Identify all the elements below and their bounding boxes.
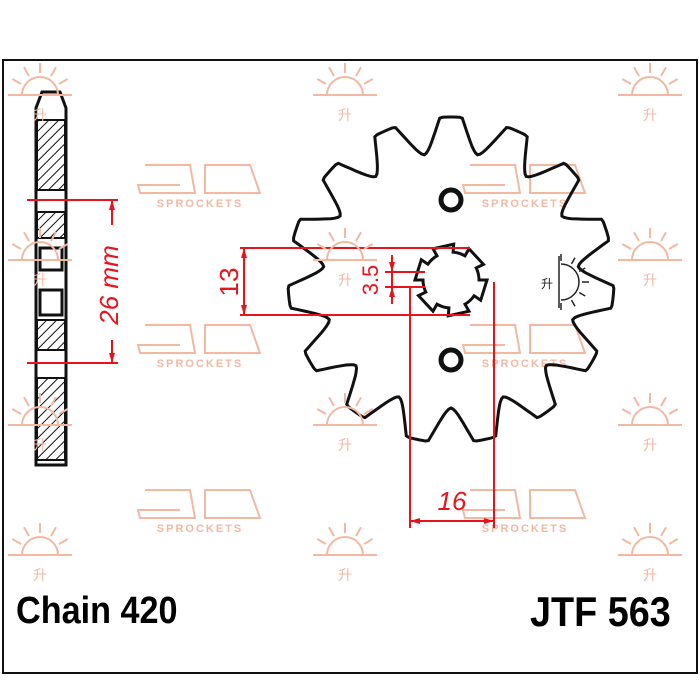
dimension-arrow: [484, 518, 494, 524]
logo-ray: [570, 257, 576, 265]
logo-ray: [570, 299, 576, 307]
jt-logo-watermark: [461, 489, 587, 519]
logo-arc: [560, 263, 580, 301]
side-hatched-section: [36, 319, 66, 351]
logo-j: [461, 489, 522, 519]
logo-t: [529, 489, 587, 519]
logo-j: [461, 324, 522, 354]
spline-hub: [412, 242, 490, 318]
part-number-label: JTF 563: [530, 588, 671, 635]
jt-logo-watermark: [136, 489, 262, 519]
spline-depth-label: 3.5: [358, 265, 383, 296]
sprockets-watermark-text: SPROCKETS: [482, 523, 568, 535]
logo-ray: [578, 267, 586, 273]
sprocket-outline: [286, 115, 616, 443]
dimension-arrow: [109, 200, 115, 210]
chain-label: Chain 420: [16, 590, 178, 632]
logo-j: [136, 324, 197, 354]
jt-logo-watermark: [136, 164, 262, 194]
drawing-frame: [2, 59, 698, 674]
spline-width-label: 13: [214, 268, 244, 297]
logo-t: [204, 164, 262, 194]
bolt-hole-bottom: [438, 347, 464, 373]
jt-logo-watermark: [461, 324, 587, 354]
sprockets-watermark-text: SPROCKETS: [482, 198, 568, 210]
sprockets-watermark-text: SPROCKETS: [157, 198, 243, 210]
side-hatched-section: [36, 377, 66, 461]
chain-width-label: 26 mm: [94, 245, 124, 325]
bolt-hole-top: [438, 187, 464, 213]
dimension-lines: [27, 199, 495, 528]
sprockets-watermark-text: SPROCKETS: [157, 523, 243, 535]
side-hatched-section: [36, 211, 66, 239]
logo-glyph: 升: [541, 277, 553, 291]
spline-offset-label: 16: [438, 486, 467, 516]
sprocket-side-view: [34, 90, 68, 467]
dimension-arrow: [109, 353, 115, 363]
logo-t: [204, 324, 262, 354]
logo-t: [204, 489, 262, 519]
dimension-arrow: [389, 287, 395, 297]
logo-j: [136, 164, 197, 194]
jt-logo-watermark: [136, 324, 262, 354]
dimension-arrow: [241, 305, 247, 315]
logo-j: [461, 164, 522, 194]
logo-t: [529, 324, 587, 354]
dimension-arrow: [410, 518, 420, 524]
dimension-arrow: [389, 262, 395, 272]
dimension-arrow: [241, 248, 247, 258]
sprockets-watermark-text: SPROCKETS: [157, 358, 243, 370]
side-hatched-section: [36, 119, 66, 191]
side-hub-section: [38, 288, 64, 317]
jt-sun-logo: 升: [541, 254, 589, 310]
logo-ray: [578, 291, 586, 297]
logo-j: [136, 489, 197, 519]
